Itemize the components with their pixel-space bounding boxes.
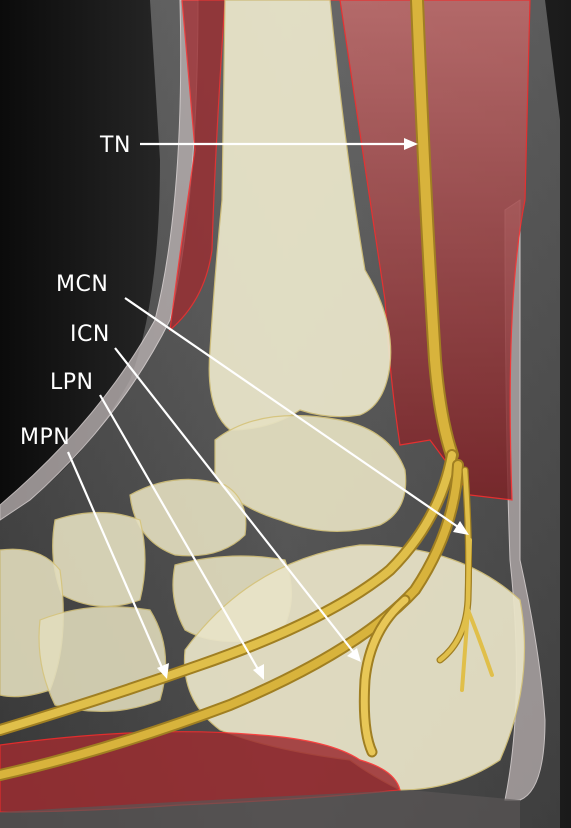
label-mcn: MCN: [56, 272, 108, 297]
label-mpn: MPN: [20, 425, 70, 450]
label-tn: TN: [99, 133, 131, 158]
label-lpn: LPN: [50, 370, 93, 395]
cuneiform-bone: [53, 513, 145, 607]
label-icn: ICN: [70, 322, 110, 347]
calcaneal-branch-3: [468, 540, 470, 600]
